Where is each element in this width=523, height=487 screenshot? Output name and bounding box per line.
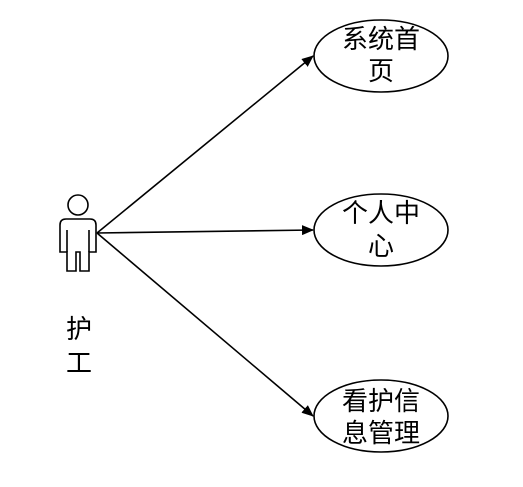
association-arrow-system-home: [96, 55, 314, 234]
actor-figure: [59, 194, 97, 272]
use-case-system-home-ellipse: [313, 19, 449, 93]
use-case-system-home-line-2: 页: [368, 57, 394, 87]
actor-name-line-2: 工: [66, 349, 92, 379]
use-case-personal-center-line-2: 心: [368, 232, 394, 262]
use-case-personal-center-ellipse: [313, 193, 449, 267]
actor-body: [59, 218, 97, 272]
use-case-system-home-line-1: 系统首: [342, 25, 420, 55]
association-arrow-personal-center: [96, 225, 314, 236]
use-case-care-info-management[interactable]: 看护信 息管理: [313, 379, 449, 453]
use-case-personal-center-line-1: 个人中: [342, 199, 420, 229]
use-case-care-info-management-ellipse: [313, 379, 449, 453]
actor-name-line-1: 护: [66, 315, 92, 345]
association-arrow-care-info: [96, 232, 314, 417]
use-case-system-home[interactable]: 系统首 页: [313, 19, 449, 93]
use-case-care-info-management-line-1: 看护信: [342, 387, 420, 417]
actor-head: [67, 194, 89, 216]
use-case-personal-center[interactable]: 个人中 心: [313, 193, 449, 267]
use-case-care-info-management-line-2: 息管理: [342, 419, 420, 449]
